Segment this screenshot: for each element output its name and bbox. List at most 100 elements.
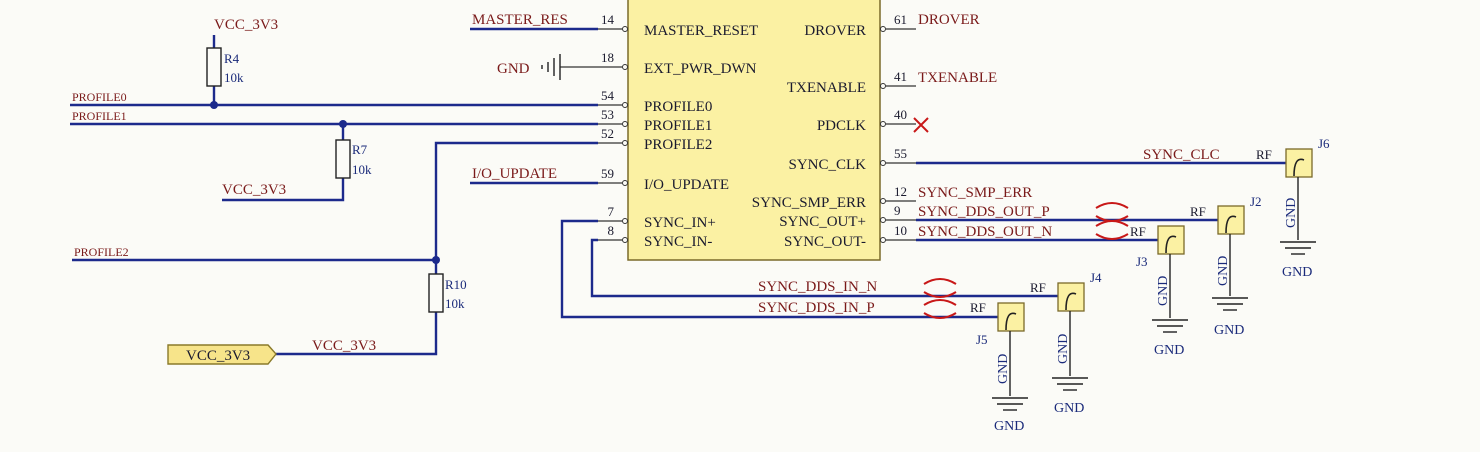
ground-icon-j4 (1052, 377, 1088, 391)
pin-num-14: 14 (601, 12, 615, 27)
ground-icon-j3 (1152, 319, 1188, 333)
pin-num-9: 9 (894, 203, 901, 218)
ref-j5: J5 (976, 332, 988, 347)
pin-name-profile0: PROFILE0 (644, 99, 712, 115)
net-label-vcc-r7: VCC_3V3 (222, 182, 286, 198)
gnd-symbol-ext-pwr-dwn (541, 54, 598, 80)
net-label-sync-dds-out-p: SYNC_DDS_OUT_P (918, 204, 1050, 220)
net-label-drover: DROVER (918, 12, 980, 28)
pin-num-54: 54 (601, 88, 615, 103)
gnd-pin-j4: GND (1056, 334, 1071, 364)
pin-name-master-reset: MASTER_RESET (644, 23, 758, 39)
connector-j2 (1217, 205, 1245, 296)
pin-num-55: 55 (894, 146, 907, 161)
gnd-pin-j6: GND (1284, 198, 1299, 228)
pin-name-profile2: PROFILE2 (644, 137, 712, 153)
junction-r7 (339, 120, 347, 128)
pin-num-41: 41 (894, 69, 907, 84)
pin-num-12: 12 (894, 184, 907, 199)
gnd-pin-j3: GND (1156, 276, 1171, 306)
ref-r4: R4 (224, 51, 240, 66)
ref-r7: R7 (352, 142, 368, 157)
pin-name-sync-smp-err: SYNC_SMP_ERR (752, 195, 866, 211)
pin-name-sync-clk: SYNC_CLK (788, 157, 866, 173)
pin-num-7: 7 (608, 204, 615, 219)
no-connect-icon (913, 117, 929, 133)
net-label-master-res: MASTER_RES (472, 12, 568, 28)
pin-num-40: 40 (894, 107, 907, 122)
net-label-vcc-r4: VCC_3V3 (214, 17, 278, 33)
net-label-sync-clc: SYNC_CLC (1143, 147, 1220, 163)
ground-icon-j2 (1212, 297, 1248, 311)
gnd-label-ext-pwr-dwn: GND (497, 61, 530, 77)
pin-name-profile1: PROFILE1 (644, 118, 712, 134)
pin-name-txenable: TXENABLE (787, 80, 866, 96)
pin-num-10: 10 (894, 223, 907, 238)
net-label-profile0: PROFILE0 (72, 90, 127, 104)
net-label-sync-dds-in-n: SYNC_DDS_IN_N (758, 279, 877, 295)
rf-j6: RF (1256, 147, 1272, 162)
diff-pair-in-icon (923, 278, 957, 319)
gnd-pin-j2: GND (1216, 256, 1231, 286)
junction-r4 (210, 101, 218, 109)
diff-pair-out-icon (1095, 202, 1129, 240)
net-label-profile2: PROFILE2 (74, 245, 129, 259)
value-r10: 10k (445, 296, 465, 311)
resistor-r10 (428, 273, 444, 313)
gnd-label-j6: GND (1282, 265, 1312, 280)
connector-j5 (997, 302, 1025, 396)
rf-j4: RF (1030, 280, 1046, 295)
ic-left-pin-stubs (598, 26, 628, 243)
connector-j6 (1285, 148, 1313, 240)
ground-icon-j6 (1280, 241, 1316, 255)
connector-j4 (1057, 282, 1085, 376)
gnd-label-j2: GND (1214, 323, 1244, 338)
net-label-vcc-r10: VCC_3V3 (312, 338, 376, 354)
pin-name-sync-out-n: SYNC_OUT- (784, 234, 866, 250)
net-label-sync-dds-in-p: SYNC_DDS_IN_P (758, 300, 875, 316)
gnd-label-j5: GND (994, 419, 1024, 434)
net-label-profile1: PROFILE1 (72, 109, 127, 123)
pin-name-sync-in-p: SYNC_IN+ (644, 215, 716, 231)
ref-j3: J3 (1136, 254, 1148, 269)
pin-num-8: 8 (608, 223, 615, 238)
pin-num-53: 53 (601, 107, 614, 122)
pin-name-sync-in-n: SYNC_IN- (644, 234, 712, 250)
resistor-r4 (206, 47, 222, 87)
rf-j2: RF (1190, 204, 1206, 219)
port-vcc-3v3 (167, 344, 277, 365)
rf-j5: RF (970, 300, 986, 315)
value-r4: 10k (224, 70, 244, 85)
ref-j4: J4 (1090, 270, 1102, 285)
pin-name-ext-pwr-dwn: EXT_PWR_DWN (644, 61, 757, 77)
port-label-vcc-3v3: VCC_3V3 (186, 348, 250, 364)
ref-j2: J2 (1250, 194, 1262, 209)
net-label-sync-dds-out-n: SYNC_DDS_OUT_N (918, 224, 1052, 240)
wire-profile2 (72, 141, 598, 262)
pin-num-61: 61 (894, 12, 907, 27)
junction-r10 (432, 256, 440, 264)
connector-j3 (1157, 225, 1185, 318)
gnd-label-j3: GND (1154, 343, 1184, 358)
pin-name-drover: DROVER (804, 23, 866, 39)
ref-r10: R10 (445, 277, 467, 292)
wire-sync-dds-in-p (560, 219, 1008, 319)
gnd-label-j4: GND (1054, 401, 1084, 416)
pin-num-52: 52 (601, 126, 614, 141)
ic-body (627, 0, 881, 261)
gnd-pin-j5: GND (996, 354, 1011, 384)
pin-num-59: 59 (601, 166, 614, 181)
net-label-txenable: TXENABLE (918, 70, 997, 86)
value-r7: 10k (352, 162, 372, 177)
ground-icon-j5 (992, 397, 1028, 411)
pin-name-pdclk: PDCLK (817, 118, 866, 134)
ref-j6: J6 (1318, 136, 1330, 151)
resistor-r7 (335, 139, 351, 179)
pin-num-18: 18 (601, 50, 614, 65)
rf-j3: RF (1130, 224, 1146, 239)
ic-right-pin-stubs (880, 26, 916, 243)
pin-name-sync-out-p: SYNC_OUT+ (779, 214, 866, 230)
pin-name-io-update: I/O_UPDATE (644, 177, 729, 193)
net-label-io-update: I/O_UPDATE (472, 166, 557, 182)
